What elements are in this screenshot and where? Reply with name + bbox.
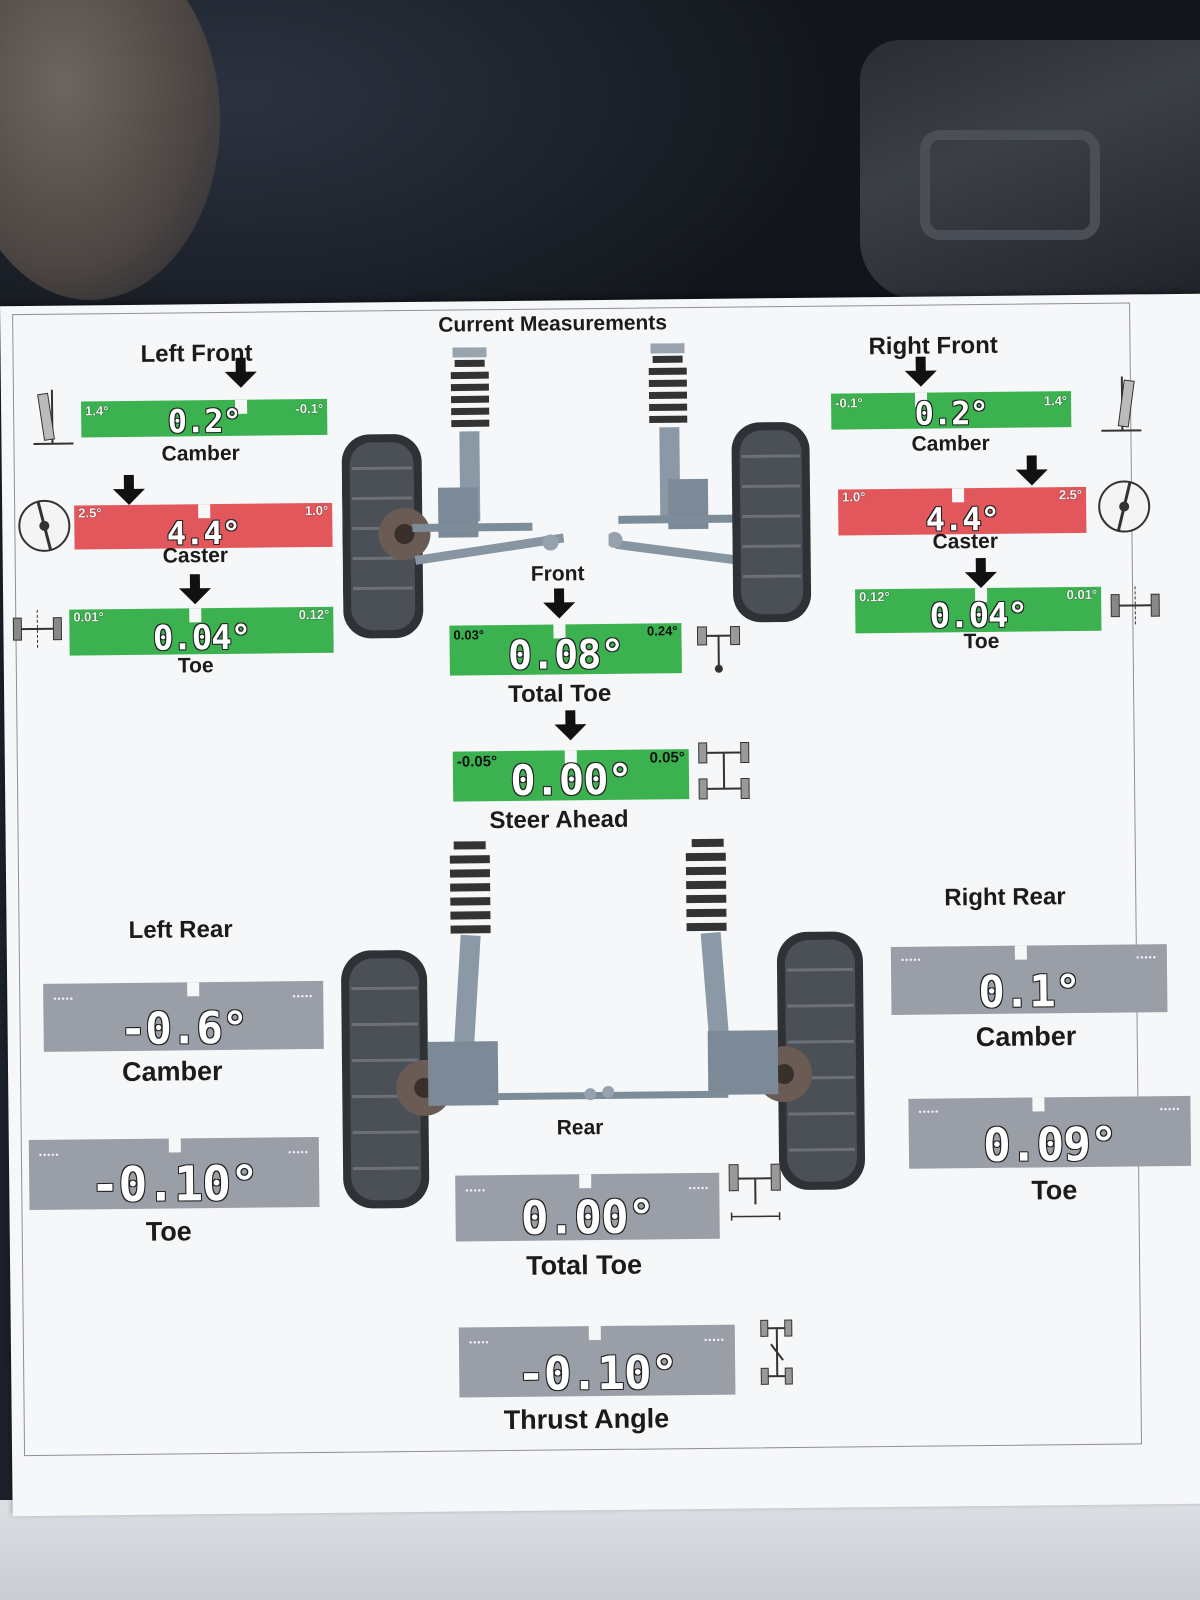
front-suspension-left-illustration xyxy=(341,347,565,639)
strut-assembly-icon xyxy=(449,838,730,1046)
photo-car-console xyxy=(860,40,1200,300)
rear-total-toe-gauge: ••••• ••••• 0.00° xyxy=(455,1165,720,1245)
total-toe-icon xyxy=(728,1163,781,1221)
right-rear-camber-value: 0.1° xyxy=(978,966,1081,1019)
left-front-caster-label: Caster xyxy=(162,543,229,568)
right-front-caster-label: Caster xyxy=(932,529,999,554)
right-front-camber-gauge: -0.1° 1.4° 0.2° xyxy=(830,381,1072,433)
thrust-angle-value: -0.10° xyxy=(516,1345,678,1401)
right-front-title: Right Front xyxy=(868,331,998,361)
steer-ahead-gauge: -0.05° 0.05° 0.00° xyxy=(452,739,690,805)
rear-total-toe-label: Total Toe xyxy=(525,1249,643,1281)
rear-total-toe-value: 0.00° xyxy=(520,1189,655,1245)
right-rear-title: Right Rear xyxy=(944,883,1066,912)
steer-ahead-value: 0.00° xyxy=(510,754,632,805)
right-rear-toe-label: Toe xyxy=(1031,1175,1078,1206)
toe-icon xyxy=(1110,586,1160,627)
right-rear-camber-label: Camber xyxy=(975,1021,1077,1053)
right-front-camber-value: 0.2° xyxy=(914,393,988,433)
page-title: Current Measurements xyxy=(438,311,668,337)
left-rear-camber-gauge: ••••• ••••• -0.6° xyxy=(43,973,324,1055)
right-rear-camber-gauge: ••••• ••••• 0.1° xyxy=(890,934,1168,1018)
front-total-toe-gauge: 0.03° 0.24° 0.08° xyxy=(449,615,682,679)
strut-assembly-icon xyxy=(378,347,565,565)
left-rear-toe-value: -0.10° xyxy=(90,1155,259,1214)
caster-icon xyxy=(1098,480,1151,533)
right-rear-toe-value: 0.09° xyxy=(982,1116,1117,1173)
rear-suspension-illustration xyxy=(341,838,866,1209)
left-front-camber-gauge: 1.4° -0.1° 0.2° xyxy=(81,389,328,441)
left-front-camber-label: Camber xyxy=(161,441,240,466)
right-front-camber-label: Camber xyxy=(911,431,990,456)
left-front-toe-value: 0.04° xyxy=(152,617,251,659)
thrust-angle-label: Thrust Angle xyxy=(503,1403,670,1436)
left-front-toe-gauge: 0.01° 0.12° 0.04° xyxy=(69,599,334,659)
steer-ahead-icon xyxy=(698,741,750,800)
thrust-angle-gauge: ••••• ••••• -0.10° xyxy=(458,1317,736,1401)
front-total-toe-value: 0.08° xyxy=(507,631,624,679)
wheel-icon xyxy=(776,931,866,1190)
camber-icon xyxy=(33,389,74,445)
photo-surface xyxy=(0,1500,1200,1600)
left-front-caster-gauge: 2.5° 1.0° 4.4° xyxy=(74,495,333,553)
right-front-toe-gauge: 0.12° 0.01° 0.04° xyxy=(855,579,1102,637)
left-front-camber-value: 0.2° xyxy=(167,401,241,441)
left-front-toe-label: Toe xyxy=(177,654,214,678)
right-front-caster-gauge: 1.0° 2.5° 4.4° xyxy=(837,479,1087,539)
caster-icon xyxy=(18,499,71,552)
thrust-angle-icon xyxy=(760,1319,793,1385)
total-toe-icon xyxy=(696,626,741,673)
front-suspension-right-illustration xyxy=(606,343,812,623)
left-rear-camber-value: -0.6° xyxy=(119,1002,248,1056)
front-total-toe-label: Total Toe xyxy=(507,679,612,708)
wheel-icon xyxy=(341,950,430,1209)
right-rear-toe-gauge: ••••• ••••• 0.09° xyxy=(908,1086,1192,1172)
photo-air-vent xyxy=(920,130,1100,240)
alignment-report-sheet: Current Measurements xyxy=(0,293,1200,1517)
left-rear-toe-label: Toe xyxy=(145,1216,192,1247)
left-rear-toe-gauge: ••••• ••••• -0.10° xyxy=(28,1129,320,1213)
camber-icon xyxy=(1101,376,1142,432)
left-rear-title: Left Rear xyxy=(128,915,233,944)
right-front-toe-label: Toe xyxy=(963,629,1000,654)
rear-label: Rear xyxy=(556,1116,604,1140)
left-rear-camber-label: Camber xyxy=(121,1055,223,1088)
steer-ahead-label: Steer Ahead xyxy=(489,805,629,835)
wheel-icon xyxy=(731,422,812,623)
toe-icon xyxy=(12,609,63,650)
front-label: Front xyxy=(530,562,585,586)
